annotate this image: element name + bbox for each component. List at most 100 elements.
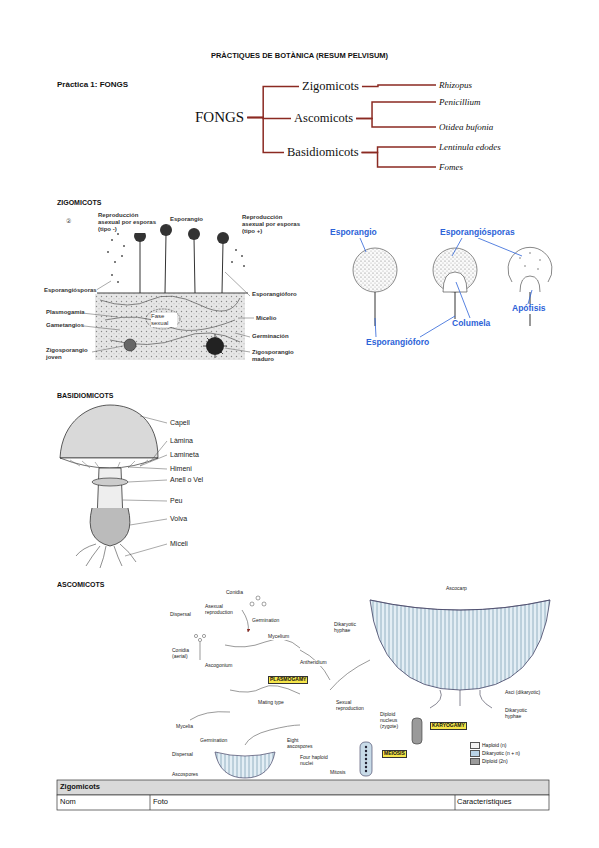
mushroom-figure [60,405,167,568]
root-node: FONGS [193,109,246,126]
figure-label: Dispersal [170,612,191,618]
legend-text: Haploid (n) [482,742,506,748]
figure-label: Gametangios [46,322,84,329]
figure-label: Fase sexual [151,313,177,327]
species-node: Lentinula edodes [437,142,503,152]
legend-swatch [470,750,480,757]
phylum-node: Basidiomicots [285,145,361,160]
figure-label: Esporangióforo [252,291,297,298]
figure-label: Conidia (aerial) [172,648,196,660]
figure-label: Mitosis [330,770,346,776]
species-node: Penicillium [437,97,483,107]
section-heading: ASCOMICOTS [57,581,104,589]
table-cell: Foto [153,798,168,807]
figure-label: Ascogonium [205,663,233,669]
figure-label: Reproducción asexual por esporas (tipo -… [98,212,160,233]
legend-text: Diploid (2n) [482,758,508,764]
figure-label: Dispersal [172,752,193,758]
part-label: Làmina [170,437,193,445]
tree-connector [356,119,436,128]
ascomycete-cycle [190,596,550,778]
node-text: Zigomicots [302,79,359,93]
zygomycete-cycle [82,224,254,360]
table-cell: Zigomicots [60,783,100,792]
figure-label: Germinación [252,333,289,340]
page-title: PRÀCTIQUES DE BOTÀNICA (RESUM PELVISUM) [0,52,599,61]
part-label: Miceli [170,540,188,548]
figure-label: Mating type [258,700,284,706]
node-text: Fomes [439,162,463,172]
part-label: Volva [170,515,187,523]
figure-label: Esporangio [330,228,377,238]
figure-label: Mycelium [268,634,289,640]
phylum-node: Zigomicots [300,79,361,94]
figure-label: Reproducción asexual por esporas (tipo +… [242,214,306,235]
figure-label: Four haploid nuclei [300,755,330,767]
part-label: Peu [170,497,182,505]
sporangium-detail [353,238,552,337]
figure-label: Antheridium [300,660,327,666]
figure-label: Conidia [226,590,243,596]
phylum-node: Ascomicots [292,111,355,126]
figure-label: Apófisis [512,304,546,314]
legend-item: Dikaryotic (n + n) [470,750,520,757]
section-heading: ZIGOMICOTS [57,199,101,207]
section-heading: BASIDIOMICOTS [57,392,113,400]
legend-item: Haploid (n) [470,742,506,749]
figure-label: Asci (dikaryotic) [505,690,541,696]
table-cell: Nom [60,798,76,807]
figure-label: Micelio [256,315,276,322]
figure-label: Germination [252,618,279,624]
tree-connector [356,102,436,119]
figure-label: Germination [200,738,227,744]
figure-label: Dikaryotic hyphae [334,622,364,634]
node-text: Lentinula edodes [439,142,501,152]
legend-item: Diploid (2n) [470,758,508,765]
legend-text: Dikaryotic (n + n) [482,750,520,756]
figure-label: Columela [452,319,490,329]
part-label: Lamineta [170,451,199,459]
node-text: Otidea bufonia [439,122,493,132]
stage-label: KARYOGAMY [430,722,467,730]
figure-label: Esporangiósporas [440,228,515,238]
species-node: Rhizopus [437,80,474,90]
tree-connector [362,147,436,153]
node-text: Ascomicots [294,111,353,125]
figure-label: Asexual reproduction [205,604,239,616]
table-grid [57,780,549,810]
stage-label: PLASMOGAMY [268,676,308,684]
species-node: Otidea bufonia [437,122,495,132]
species-node: Fomes [437,162,465,172]
stage-label: MEIOSIS [382,750,407,758]
figure-label: Esporangióforo [366,338,429,348]
part-label: Anell o Vel [170,476,203,484]
figure-label: Sexual reproduction [336,700,376,712]
figure-label: Ascocarp [446,586,467,592]
node-text: FONGS [195,109,244,125]
legend-swatch [470,742,480,749]
figure-label: Plasmogamia [46,309,85,316]
part-label: Capell [170,419,190,427]
figure-label: Dikaryotic hyphae [505,708,541,720]
figure-label: Esporangio [170,216,203,223]
figure-label: Zigosporangio maduro [252,349,298,363]
figure-label: Diploid nucleus (zygote) [380,712,410,729]
table-cell: Característiques [457,798,512,807]
tree-connector [362,153,436,168]
node-text: Basidiomicots [287,145,359,159]
callout-number: ② [66,218,71,225]
figure-label: Ascospores [172,772,198,778]
node-text: Rhizopus [439,80,472,90]
node-text: Penicillium [439,97,481,107]
figure-label: Eight ascospores [287,738,315,750]
part-label: Himeni [170,465,192,473]
tree-connector [362,85,436,87]
figure-label: Esporangiósporas [44,287,97,294]
section-heading: Pràctica 1: FONGS [57,80,128,89]
figure-label: Mycelia [176,724,193,730]
legend-swatch [470,758,480,765]
figure-label: Zigosporangio joven [46,347,92,361]
tree-connector [247,118,284,153]
